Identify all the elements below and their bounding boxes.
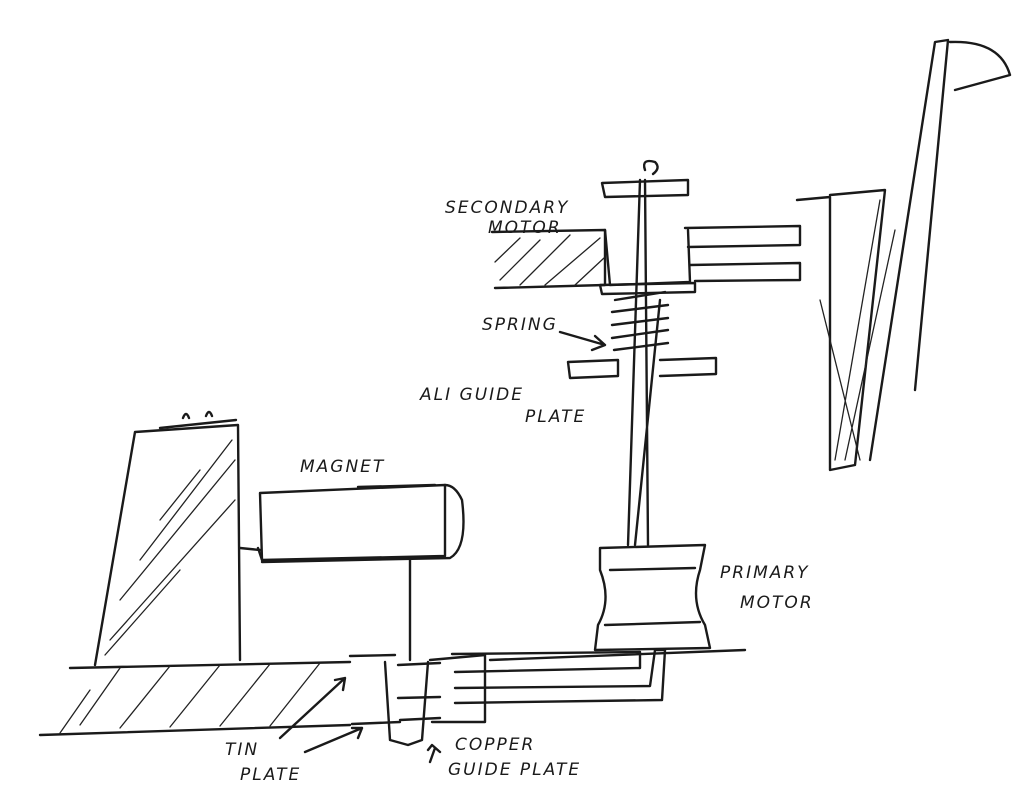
label-secondary-motor-1: SECONDARY: [445, 198, 569, 218]
base-platform: [38, 648, 747, 737]
magnet-support-block: [93, 410, 242, 667]
secondary-motor: [490, 159, 802, 296]
primary-motor: [593, 543, 712, 652]
flag-arm: [795, 38, 1012, 472]
guide-plate: [566, 356, 718, 380]
spring: [610, 290, 670, 352]
label-guide-plate-1: ALI GUIDE: [419, 385, 524, 405]
label-magnet: MAGNET: [300, 457, 385, 477]
label-copper-guide-plate-2: GUIDE PLATE: [448, 760, 581, 780]
label-primary-motor-1: PRIMARY: [720, 563, 810, 583]
plate-assembly: [348, 648, 667, 747]
label-tin-plate-1: TIN: [225, 740, 259, 760]
label-tin-plate-2: PLATE: [240, 765, 301, 785]
label-secondary-motor-2: MOTOR: [488, 218, 562, 238]
annotation-arrows: [278, 330, 607, 764]
label-guide-plate-2: PLATE: [525, 407, 586, 427]
label-primary-motor-2: MOTOR: [740, 593, 814, 613]
magnet: [238, 483, 465, 662]
label-copper-guide-plate-1: COPPER: [455, 735, 535, 755]
label-spring: SPRING: [482, 315, 558, 335]
shaft: [626, 178, 662, 547]
